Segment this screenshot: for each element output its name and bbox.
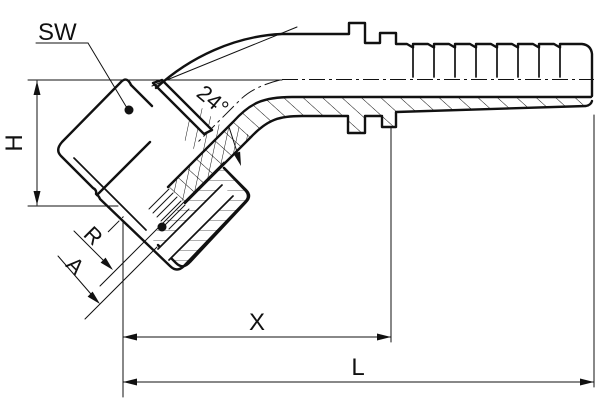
l-arrow-right [580,378,594,386]
h-arrow-up [33,81,41,95]
sw-leader-dot [124,105,134,115]
r-leader-dot [157,222,167,232]
angled-centerline [107,79,283,233]
bore-channel [158,185,233,260]
nipple-outline [154,21,594,98]
swivel-nut [57,78,250,271]
thread-lines [148,188,190,230]
cone-sleeve-fill [153,80,212,134]
centerlines [27,79,594,233]
a-extension-line [84,246,158,320]
cone-sleeve [151,26,298,136]
a-arrowhead [87,291,100,304]
bore-wall-lower [168,195,234,261]
h-arrow-down [33,191,41,205]
cone-flank-line [151,26,298,87]
x-label: X [249,309,265,336]
h-label: H [1,134,28,151]
dim-X: X [122,127,392,398]
dim-H: H [1,80,119,207]
x-arrow-left [123,333,137,341]
l-label: L [351,354,364,381]
nut-chamfer-line [73,157,147,231]
angled-wall-hatch [168,122,251,203]
dim-L: L [122,114,595,388]
r-arrowhead [100,257,113,270]
nut-front-edge [129,83,154,108]
bore-bottom-line [166,95,593,189]
bore-wall-upper [157,184,223,250]
cone-angle-arrowhead [233,151,241,166]
sw-label: SW [38,19,77,46]
body-hex [148,166,251,268]
a-dimension-line [57,255,98,302]
sw-callout: SW [35,19,134,115]
sw-leader-line [87,42,128,109]
l-arrow-left [123,378,137,386]
serrations [412,46,561,78]
x-arrow-right [377,333,391,341]
outer-bottom-line [183,99,594,205]
hose-nipple [154,21,594,98]
nut-outline [57,78,250,271]
cone-sleeve-outline [151,78,214,136]
nut-bore-edge [95,140,152,197]
